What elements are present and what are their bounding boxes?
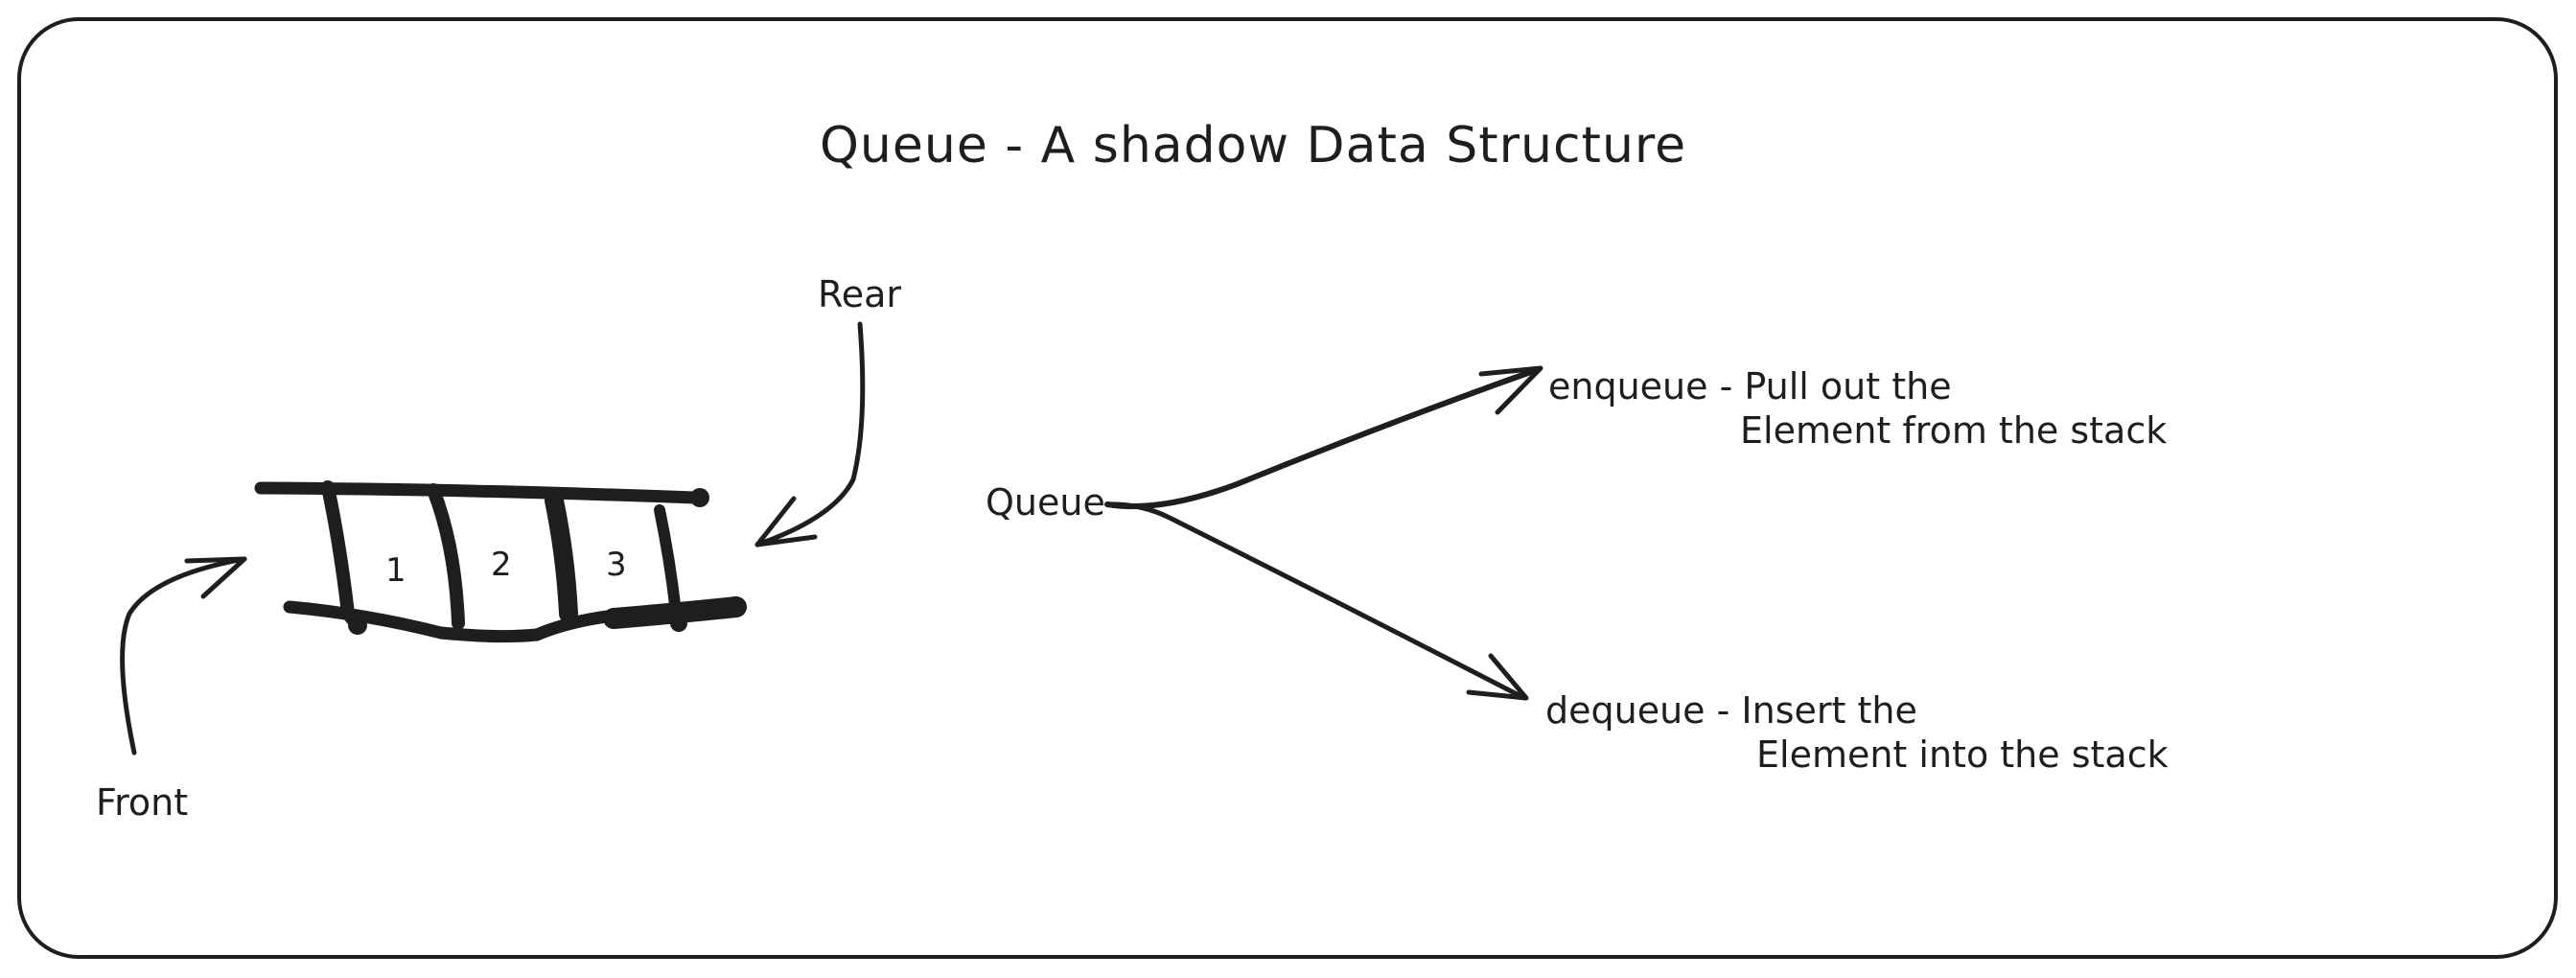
dequeue-label-line1: dequeue - Insert the: [1545, 689, 1917, 732]
queue-divider-1-end: [348, 616, 367, 635]
rear-label: Rear: [818, 273, 901, 315]
diagram-title: Queue - A shadow Data Structure: [820, 117, 1687, 175]
front-arrowhead: [184, 556, 247, 599]
rear-arrow: [754, 321, 866, 547]
dequeue-label-line2: Element into the stack: [1756, 734, 2169, 776]
front-arrow: [120, 556, 247, 756]
queue-divider-4-end: [670, 615, 687, 632]
queue-label: Queue: [986, 481, 1105, 524]
queue-divider-2: [427, 483, 465, 630]
enqueue-arrowhead: [1478, 365, 1543, 415]
enqueue-label-line2: Element from the stack: [1740, 409, 2168, 452]
queue-cell-2: 2: [491, 546, 512, 584]
queue-divider-3: [545, 491, 578, 623]
enqueue-label-line1: enqueue - Pull out the: [1548, 365, 1952, 408]
queue-divider-4: [654, 504, 683, 627]
dequeue-arrowhead: [1466, 653, 1529, 701]
queue-cell-3: 3: [606, 546, 627, 584]
queue-top-rail: [254, 481, 702, 504]
rear-arrowhead: [754, 496, 818, 547]
dequeue-arrow: [1104, 501, 1527, 701]
enqueue-arrow: [1104, 366, 1542, 510]
queue-top-rail-end: [690, 488, 709, 507]
front-label: Front: [96, 781, 189, 824]
queue-cell-1: 1: [385, 551, 406, 590]
queue-divider-1: [321, 480, 364, 632]
frame-border: [17, 17, 2558, 959]
